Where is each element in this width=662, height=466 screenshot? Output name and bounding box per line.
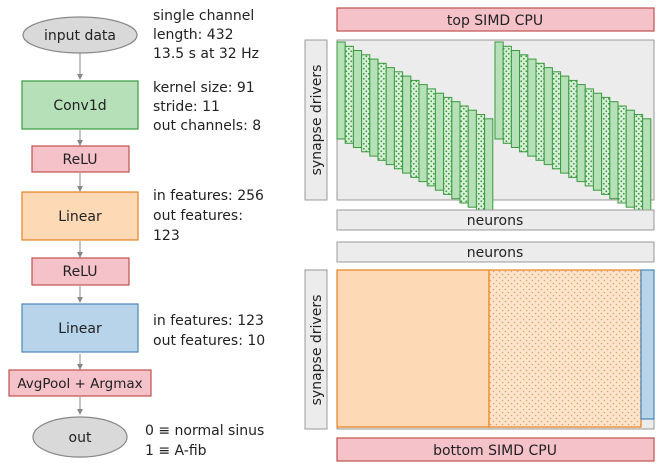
linear2-note-1: in features: 123 xyxy=(153,313,264,329)
output-label: out xyxy=(69,430,92,446)
conv-note-1: kernel size: 91 xyxy=(153,80,255,96)
relu1-box xyxy=(31,145,130,173)
output-note-1: 0 ≡ normal sinus xyxy=(145,423,264,439)
conv-weight-column xyxy=(576,84,586,183)
conv-weight-column xyxy=(418,84,428,183)
linear2-label: Linear xyxy=(58,321,102,337)
conv-weight-column xyxy=(377,62,387,161)
conv-weight-column xyxy=(443,96,453,195)
input-note-3: 13.5 s at 32 Hz xyxy=(153,46,259,62)
relu2-label: ReLU xyxy=(62,264,97,280)
conv-weight-column xyxy=(402,75,412,174)
neurons-bottom-label: neurons xyxy=(467,245,524,261)
input-ellipse xyxy=(22,16,138,54)
conv-weight-column xyxy=(617,105,627,204)
conv-weight-column xyxy=(527,58,537,157)
input-note-1: single channel xyxy=(153,8,254,24)
linear2-box xyxy=(21,303,139,353)
synapse-drivers-bottom-label: synapse drivers xyxy=(309,295,325,406)
neurons-bottom-box xyxy=(336,241,655,263)
conv-weight-column xyxy=(535,62,545,161)
conv-weight-column xyxy=(642,118,652,217)
input-note-2: length: 432 xyxy=(153,27,234,43)
top-cpu-box xyxy=(336,7,655,32)
input-label: input data xyxy=(44,28,116,44)
conv-weight-column xyxy=(467,109,477,208)
pool-label: AvgPool + Argmax xyxy=(17,376,142,392)
conv-weight-column xyxy=(494,41,504,140)
conv-weight-column xyxy=(352,50,363,148)
conv-weight-column xyxy=(385,67,395,166)
conv-weight-column xyxy=(601,96,611,195)
conv-weight-column xyxy=(361,54,371,153)
conv-weight-column xyxy=(410,79,420,178)
linear1-note-2: out features: xyxy=(153,208,243,224)
conv-weight-column xyxy=(459,105,469,204)
flow-chart: input data Conv1d ReLU Linear ReLU Linea… xyxy=(8,8,265,459)
conv-weight-column xyxy=(609,101,619,200)
conv-weight-column xyxy=(519,54,529,153)
relu2-box xyxy=(31,257,130,286)
conv-weight-column xyxy=(560,75,570,174)
linear1-weights-dotted xyxy=(488,269,642,428)
conv-weight-column xyxy=(502,45,512,144)
conv-weight-column xyxy=(551,71,562,170)
conv-weight-columns xyxy=(336,41,652,217)
conv-weight-column xyxy=(625,109,635,208)
conv-label: Conv1d xyxy=(53,98,106,114)
conv-weight-column xyxy=(475,114,486,212)
neurons-top-label: neurons xyxy=(467,213,524,229)
conv-weight-column xyxy=(369,58,379,157)
flow-notes: single channel length: 432 13.5 s at 32 … xyxy=(145,8,265,459)
conv-weight-column xyxy=(510,50,521,148)
conv-weight-column xyxy=(451,101,461,200)
neurons-top-box xyxy=(336,209,655,231)
bottom-cpu-box xyxy=(336,437,655,462)
output-ellipse xyxy=(32,416,128,458)
conv-weight-column xyxy=(592,92,603,191)
conv-weight-column xyxy=(426,88,436,187)
linear2-note-2: out features: 10 xyxy=(153,333,265,349)
conv-weight-column xyxy=(633,114,644,212)
linear1-weights-solid xyxy=(336,269,490,428)
conv-note-2: stride: 11 xyxy=(153,99,220,115)
bottom-cpu-label: bottom SIMD CPU xyxy=(433,443,557,459)
relu1-label: ReLU xyxy=(62,152,97,168)
linear1-note-3: 123 xyxy=(153,228,180,244)
synapse-drivers-bottom-box xyxy=(304,269,328,430)
conv-box xyxy=(21,80,139,130)
conv-weight-column xyxy=(393,71,404,170)
conv-weight-column xyxy=(336,41,346,140)
conv-note-3: out channels: 8 xyxy=(153,118,261,134)
conv-weight-column xyxy=(484,118,494,217)
conv-weight-column xyxy=(344,45,354,144)
hardware-layout: top SIMD CPU synapse drivers neurons neu… xyxy=(304,7,655,462)
linear1-box xyxy=(21,191,139,241)
synapse-drivers-top-box xyxy=(304,39,328,201)
output-note-2: 1 ≡ A-fib xyxy=(145,443,207,459)
top-cpu-label: top SIMD CPU xyxy=(447,13,543,29)
linear2-weights xyxy=(640,269,655,420)
pool-box xyxy=(8,369,152,397)
conv-weight-column xyxy=(434,92,445,191)
conv-weight-column xyxy=(584,88,594,187)
conv-weight-column xyxy=(543,67,553,166)
linear1-note-1: in features: 256 xyxy=(153,188,264,204)
conv-weight-column xyxy=(568,79,578,178)
synapse-drivers-top-label: synapse drivers xyxy=(309,65,325,176)
linear1-label: Linear xyxy=(58,209,102,225)
